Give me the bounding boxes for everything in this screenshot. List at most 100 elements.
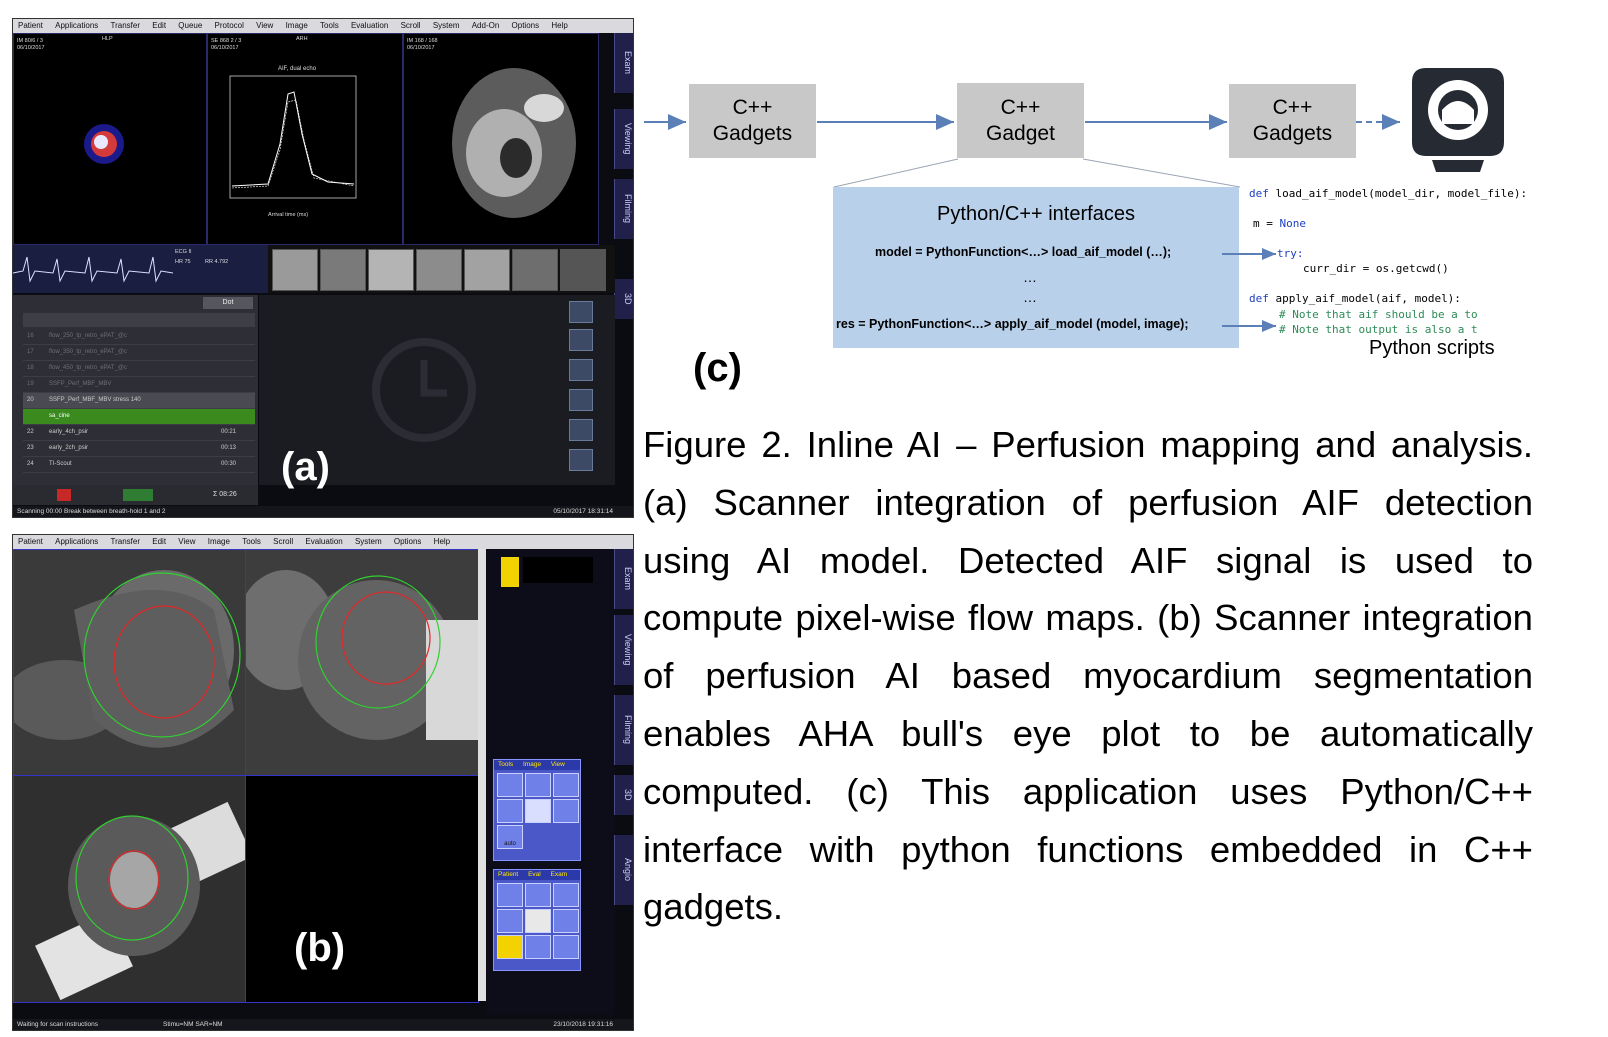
scrollbar[interactable] <box>478 549 486 1001</box>
viewport-perfusion-map[interactable]: IM 80/6 / 3 06/10/2017 HLP <box>13 33 207 245</box>
menu-patient[interactable]: Patient <box>18 21 43 30</box>
browser-icon[interactable] <box>497 909 523 933</box>
tab-exam[interactable]: Exam <box>614 549 633 609</box>
pan-icon[interactable] <box>525 773 551 797</box>
tab-3d[interactable]: 3D <box>614 279 633 319</box>
viewport-count: IM 80/6 / 3 <box>17 38 43 44</box>
status-message: Waiting for scan instructions <box>17 1021 99 1028</box>
series-thumbnail[interactable] <box>368 249 414 291</box>
menu-edit[interactable]: Edit <box>152 21 167 30</box>
viewport-aif-plot[interactable]: SE 868 2 / 3 06/10/2017 ARH AIF, dual ec… <box>207 33 403 245</box>
queue-row[interactable]: 17 flow_350_tp_retro_ePAT_@c <box>23 345 255 361</box>
menu-applications[interactable]: Applications <box>55 21 99 30</box>
tab-exam[interactable]: Exam <box>550 871 568 878</box>
menu-transfer[interactable]: Transfer <box>110 21 141 30</box>
fit-icon[interactable] <box>497 799 523 823</box>
segmentation-viewport-1[interactable] <box>13 549 247 777</box>
queue-row-active[interactable]: sa_cine <box>23 409 255 425</box>
menu-scroll[interactable]: Scroll <box>273 537 294 546</box>
tool-button[interactable] <box>569 389 593 411</box>
flip-icon[interactable] <box>553 799 579 823</box>
tab-filming[interactable]: Filming <box>614 695 633 765</box>
empty-viewport[interactable]: (b) <box>245 775 479 1003</box>
tab-eval[interactable]: Eval <box>528 871 541 878</box>
tab-viewing[interactable]: Viewing <box>614 615 633 685</box>
stop-button[interactable] <box>57 489 71 501</box>
tab-viewing[interactable]: Viewing <box>614 109 633 169</box>
tab-image[interactable]: Image <box>523 761 542 768</box>
auto-window-button[interactable]: auto <box>497 825 523 849</box>
patient-icon[interactable] <box>497 883 523 907</box>
tab-3d[interactable]: 3D <box>614 775 633 815</box>
tool-button[interactable] <box>569 449 593 471</box>
viewport-date: 06/10/2017 <box>211 45 239 51</box>
segmentation-viewport-3[interactable] <box>13 775 247 1003</box>
dot-button[interactable]: Dot <box>203 297 253 309</box>
tool-button[interactable] <box>569 329 593 351</box>
menu-edit[interactable]: Edit <box>152 537 167 546</box>
tab-tools[interactable]: Tools <box>498 761 514 768</box>
queue-row[interactable]: 19 SSFP_Perf_MBF_MBV <box>23 377 255 393</box>
tool-button[interactable] <box>569 359 593 381</box>
menu-tools[interactable]: Tools <box>320 21 339 30</box>
tab-view[interactable]: View <box>550 761 565 768</box>
menu-options[interactable]: Options <box>393 537 422 546</box>
tab-angio[interactable]: Angio <box>614 835 633 905</box>
series-thumbnail[interactable] <box>272 249 318 291</box>
queue-row[interactable]: 18 flow_450_tp_retro_ePAT_@c <box>23 361 255 377</box>
series-thumbnail[interactable] <box>320 249 366 291</box>
ecg-waveform <box>13 256 173 283</box>
series-thumbnail[interactable] <box>416 249 462 291</box>
menu-image[interactable]: Image <box>207 537 230 546</box>
segment-icon[interactable] <box>553 909 579 933</box>
menu-system[interactable]: System <box>432 21 460 30</box>
scanner-screenshot-a: Patient Applications Transfer Edit Queue… <box>12 18 634 518</box>
folder-icon[interactable] <box>501 557 519 587</box>
menu-view[interactable]: View <box>256 21 274 30</box>
queue-row[interactable]: 24 TI-Scout 00:30 <box>23 457 255 473</box>
menu-view[interactable]: View <box>178 537 196 546</box>
folder-icon[interactable] <box>497 935 523 959</box>
window-level-icon[interactable] <box>553 773 579 797</box>
layout-icon[interactable] <box>525 909 551 933</box>
archive-icon[interactable] <box>525 935 551 959</box>
python-scripts-label: Python scripts <box>1369 337 1495 359</box>
tab-patient[interactable]: Patient <box>498 871 519 878</box>
eval-icon[interactable] <box>525 883 551 907</box>
segmentation-viewport-2[interactable] <box>245 549 479 777</box>
menu-protocol[interactable]: Protocol <box>214 21 244 30</box>
zoom-icon[interactable] <box>497 773 523 797</box>
menu-system[interactable]: System <box>354 537 382 546</box>
menu-scroll[interactable]: Scroll <box>400 21 421 30</box>
myocardium-segmentation-image <box>14 550 246 776</box>
menu-tools[interactable]: Tools <box>242 537 261 546</box>
tab-filming[interactable]: Filming <box>614 179 633 239</box>
aif-curve <box>229 75 357 199</box>
export-icon[interactable] <box>553 935 579 959</box>
tool-button[interactable] <box>569 419 593 441</box>
series-thumbnail[interactable] <box>560 249 606 291</box>
queue-row[interactable]: 22 early_4ch_psir 00:21 <box>23 425 255 441</box>
menu-patient[interactable]: Patient <box>18 537 43 546</box>
menu-applications[interactable]: Applications <box>55 537 99 546</box>
menu-help[interactable]: Help <box>433 537 451 546</box>
menu-evaluation[interactable]: Evaluation <box>305 537 343 546</box>
series-thumbnail[interactable] <box>512 249 558 291</box>
tab-exam[interactable]: Exam <box>614 33 633 93</box>
tool-button[interactable] <box>569 301 593 323</box>
viewport-cine[interactable]: IM 168 / 168 06/10/2017 <box>403 33 599 245</box>
rotate-icon[interactable] <box>525 799 551 823</box>
menu-addon[interactable]: Add-On <box>471 21 500 30</box>
exam-icon[interactable] <box>553 883 579 907</box>
menu-options[interactable]: Options <box>511 21 540 30</box>
menu-image[interactable]: Image <box>285 21 308 30</box>
menu-help[interactable]: Help <box>551 21 568 30</box>
menu-transfer[interactable]: Transfer <box>110 537 141 546</box>
queue-row[interactable]: 23 early_2ch_psir 00:13 <box>23 441 255 457</box>
start-scan-button[interactable] <box>123 489 153 501</box>
series-thumbnail[interactable] <box>464 249 510 291</box>
queue-row[interactable]: 20 SSFP_Perf_MBF_MBV stress 140 <box>23 393 255 409</box>
queue-row[interactable]: 16 flow_250_tp_retro_ePAT_@c <box>23 329 255 345</box>
menu-queue[interactable]: Queue <box>178 21 203 30</box>
menu-evaluation[interactable]: Evaluation <box>350 21 389 30</box>
